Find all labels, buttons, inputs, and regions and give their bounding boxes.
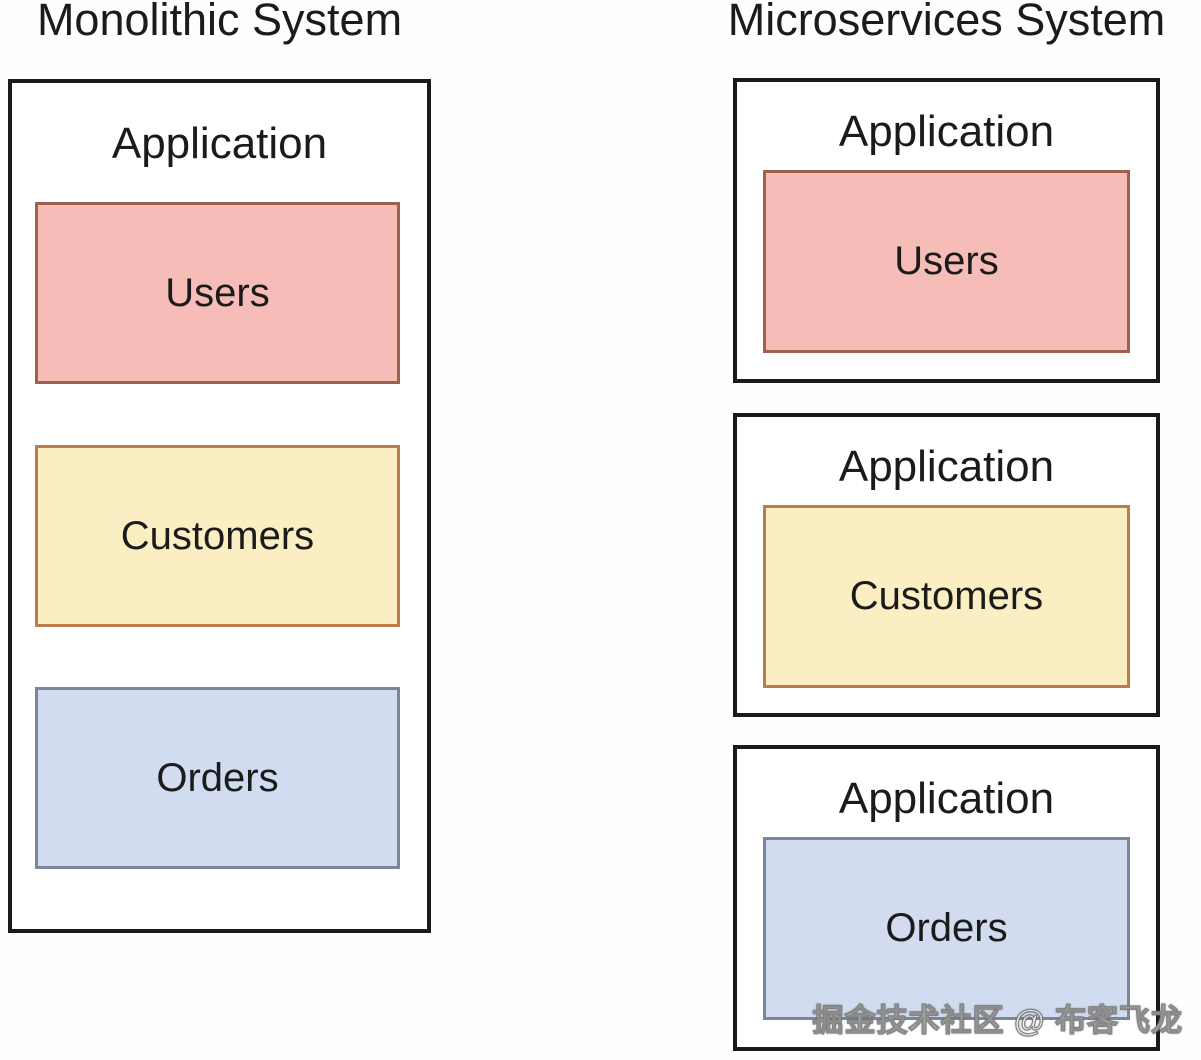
application-label: Application [111, 119, 328, 168]
monolithic-application-box: Application Users Customers Orders [8, 79, 431, 933]
microservices-system-title: Microservices System [727, 0, 1166, 45]
monolithic-system-title: Monolithic System [36, 0, 403, 45]
orders-module-box: Orders [35, 687, 400, 869]
watermark-text: 掘金技术社区 @ 布客飞龙 [812, 1002, 1183, 1038]
microservice-application-box-customers: Application Customers [733, 413, 1160, 717]
customers-module-box: Customers [35, 445, 400, 627]
microservice-application-box-users: Application Users [733, 78, 1160, 383]
application-label: Application [838, 774, 1055, 823]
customers-module-label: Customers [120, 513, 315, 558]
orders-module-label: Orders [885, 906, 1008, 950]
orders-module-box: Orders [763, 837, 1130, 1020]
microservice-application-box-orders: Application Orders [733, 745, 1160, 1051]
orders-module-label: Orders [156, 755, 279, 800]
users-module-label: Users [894, 239, 999, 283]
customers-module-box: Customers [763, 505, 1130, 688]
application-label: Application [838, 107, 1055, 156]
users-module-box: Users [35, 202, 400, 384]
users-module-label: Users [165, 270, 270, 315]
customers-module-label: Customers [849, 574, 1044, 618]
users-module-box: Users [763, 170, 1130, 353]
application-label: Application [838, 442, 1055, 491]
